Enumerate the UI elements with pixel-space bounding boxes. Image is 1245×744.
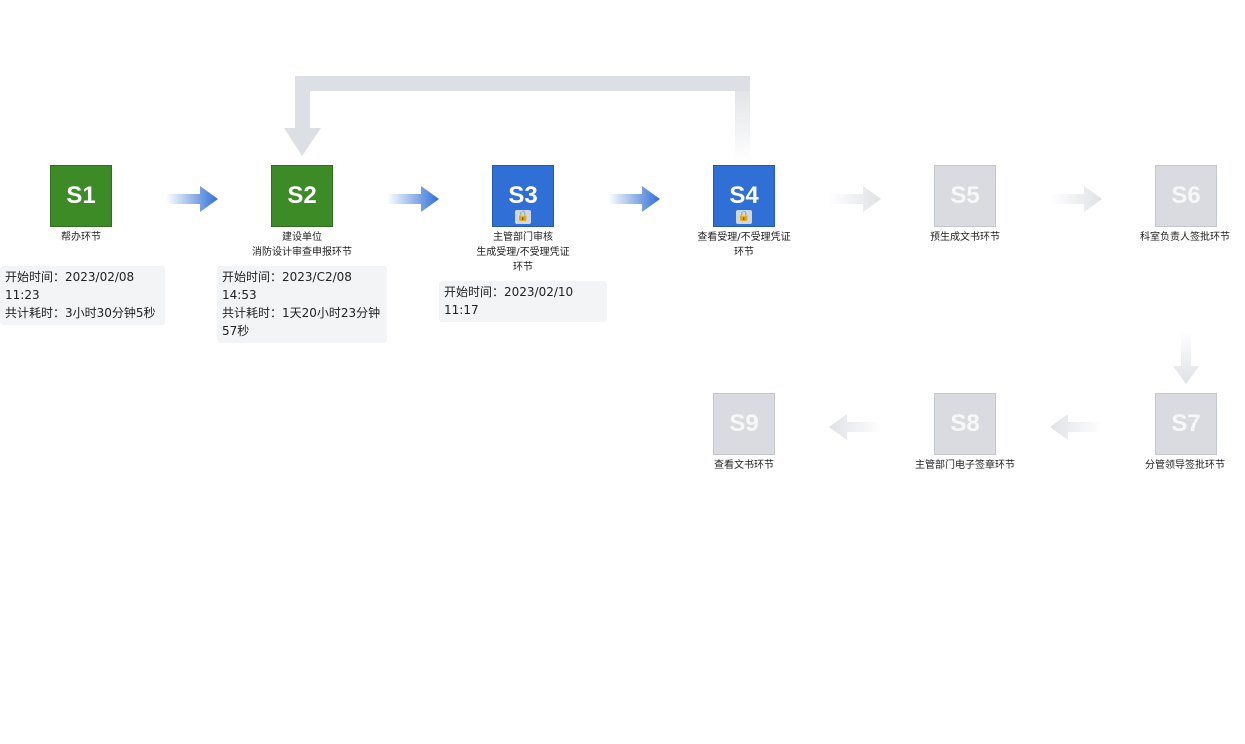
step-s9[interactable]: S9 查看文书环节	[713, 393, 775, 471]
arrow-s3-s4	[608, 186, 660, 212]
step-s2-label: 建设单位 消防设计审查申报环节	[211, 230, 393, 260]
step-s1-label-line1: 帮办环节	[61, 232, 101, 243]
step-s6-id: S6	[1171, 182, 1201, 209]
step-s3-info: 开始时间：2023/02/10 11:17	[439, 281, 607, 322]
step-s9-box[interactable]: S9	[713, 393, 775, 455]
step-s7-box[interactable]: S7	[1155, 393, 1217, 455]
arrow-s2-s3	[387, 186, 439, 212]
step-s1[interactable]: S1 帮办环节	[50, 165, 112, 243]
step-s8[interactable]: S8 主管部门电子签章环节	[915, 393, 1015, 471]
step-s8-box[interactable]: S8	[934, 393, 996, 455]
step-s2-label-line1: 建设单位	[282, 232, 322, 243]
step-s3-label-line1: 主管部门审核	[493, 232, 553, 243]
step-s8-label-line1: 主管部门电子签章环节	[915, 460, 1015, 471]
step-s4-label-line1: 查看受理/不受理凭证	[697, 232, 791, 243]
step-s3[interactable]: S3 🔒 主管部门审核 生成受理/不受理凭证 环节	[476, 165, 570, 273]
step-s8-id: S8	[950, 410, 980, 437]
step-s1-info: 开始时间：2023/02/08 11:23 共计耗时：3小时30分钟5秒	[0, 266, 165, 325]
step-s7-label: 分管领导签批环节	[1125, 458, 1245, 473]
step-s9-label-line1: 查看文书环节	[714, 460, 774, 471]
step-s3-label-line2: 生成受理/不受理凭证	[476, 247, 570, 258]
arrow-s6-s7	[1173, 332, 1199, 384]
step-s1-label: 帮办环节	[0, 230, 172, 245]
arrow-s8-s9	[829, 414, 881, 440]
step-s6-box[interactable]: S6	[1155, 165, 1217, 227]
step-s7-id: S7	[1171, 410, 1201, 437]
arrow-s1-s2	[166, 186, 218, 212]
step-s1-start-time: 开始时间：2023/02/08 11:23	[5, 270, 135, 302]
step-s1-id: S1	[66, 182, 96, 209]
step-s2-id: S2	[287, 182, 317, 209]
step-s1-box[interactable]: S1	[50, 165, 112, 227]
step-s2-label-line2: 消防设计审查申报环节	[252, 247, 352, 258]
step-s7-label-line1: 分管领导签批环节	[1145, 460, 1225, 471]
step-s3-box[interactable]: S3 🔒	[492, 165, 554, 227]
step-s2-duration-cont: 57秒	[222, 324, 250, 338]
step-s3-label-line3: 环节	[513, 262, 533, 273]
step-s1-duration: 共计耗时：3小时30分钟5秒	[5, 306, 156, 320]
arrow-s7-s8	[1050, 414, 1102, 440]
step-s4-label-line2: 环节	[734, 247, 754, 258]
step-s6-label-line1: 科室负责人签批环节	[1140, 232, 1230, 243]
lock-icon: 🔒	[736, 210, 752, 224]
step-s5-label: 预生成文书环节	[874, 230, 1056, 245]
step-s9-label: 查看文书环节	[653, 458, 835, 473]
step-s5-label-line1: 预生成文书环节	[930, 232, 1000, 243]
step-s5-id: S5	[950, 182, 980, 209]
arrow-s4-s5	[829, 186, 881, 212]
step-s4-label: 查看受理/不受理凭证 环节	[653, 230, 835, 260]
step-s3-start-time: 开始时间：2023/02/10 11:17	[444, 285, 574, 317]
step-s5[interactable]: S5 预生成文书环节	[930, 165, 1000, 243]
step-s4[interactable]: S4 🔒 查看受理/不受理凭证 环节	[697, 165, 791, 258]
step-s7[interactable]: S7 分管领导签批环节	[1145, 393, 1225, 471]
step-s9-id: S9	[729, 410, 759, 437]
lock-icon: 🔒	[515, 210, 531, 224]
step-s6-label: 科室负责人签批环节	[1125, 230, 1245, 245]
step-s3-id: S3	[508, 182, 538, 209]
arrow-s5-s6	[1050, 186, 1102, 212]
step-s6[interactable]: S6 科室负责人签批环节	[1140, 165, 1230, 243]
step-s2-box[interactable]: S2	[271, 165, 333, 227]
step-s5-box[interactable]: S5	[934, 165, 996, 227]
step-s2-duration: 共计耗时：1天20小时23分钟	[222, 306, 381, 320]
step-s8-label: 主管部门电子签章环节	[874, 458, 1056, 473]
step-s2[interactable]: S2 建设单位 消防设计审查申报环节	[252, 165, 352, 258]
step-s3-label: 主管部门审核 生成受理/不受理凭证 环节	[432, 230, 614, 275]
step-s2-start-time: 开始时间：2023/C2/08 14:53	[222, 270, 352, 302]
step-s2-info: 开始时间：2023/C2/08 14:53 共计耗时：1天20小时23分钟 57…	[217, 266, 387, 343]
step-s4-id: S4	[729, 182, 759, 209]
step-s4-box[interactable]: S4 🔒	[713, 165, 775, 227]
